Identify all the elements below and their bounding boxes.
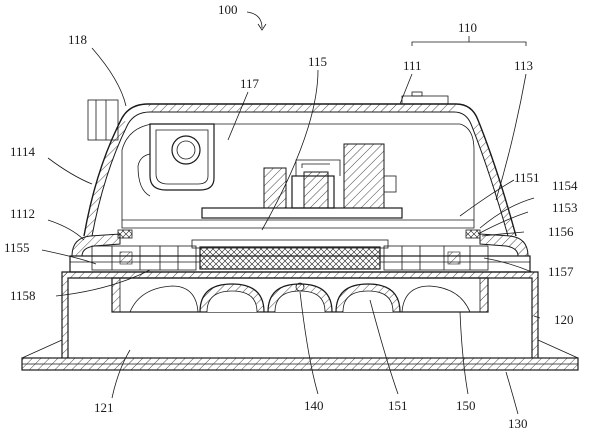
- label-120: 120: [554, 312, 574, 327]
- label-1155: 1155: [4, 240, 30, 255]
- label-140: 140: [304, 398, 324, 413]
- mount-bracket: [137, 123, 215, 197]
- circuit-board: [201, 143, 403, 219]
- label-111: 111: [403, 58, 422, 73]
- leader-lines: [41, 11, 541, 415]
- reference-labels: 100 110 111 113 115 117 118 1114 1112 11…: [4, 2, 578, 431]
- label-115: 115: [308, 54, 327, 69]
- base-plate: [21, 357, 579, 371]
- label-113: 113: [514, 58, 533, 73]
- dome-array: [129, 282, 471, 313]
- label-1154: 1154: [552, 178, 578, 193]
- label-1114: 1114: [10, 144, 36, 159]
- inner-shield: [121, 123, 475, 229]
- label-150: 150: [456, 398, 476, 413]
- label-130: 130: [508, 416, 528, 431]
- label-100: 100: [218, 2, 238, 17]
- label-118: 118: [68, 32, 87, 47]
- middle-frame: [69, 239, 531, 273]
- label-1157: 1157: [548, 264, 574, 279]
- side-bracket: [87, 99, 119, 141]
- label-1156: 1156: [548, 224, 574, 239]
- label-1151: 1151: [514, 170, 540, 185]
- label-1158: 1158: [10, 288, 36, 303]
- label-1153: 1153: [552, 200, 578, 215]
- label-117: 117: [240, 76, 260, 91]
- label-121: 121: [94, 400, 114, 415]
- label-110: 110: [458, 20, 477, 35]
- upper-cover: [83, 91, 517, 237]
- label-151: 151: [388, 398, 408, 413]
- label-1112: 1112: [10, 206, 35, 221]
